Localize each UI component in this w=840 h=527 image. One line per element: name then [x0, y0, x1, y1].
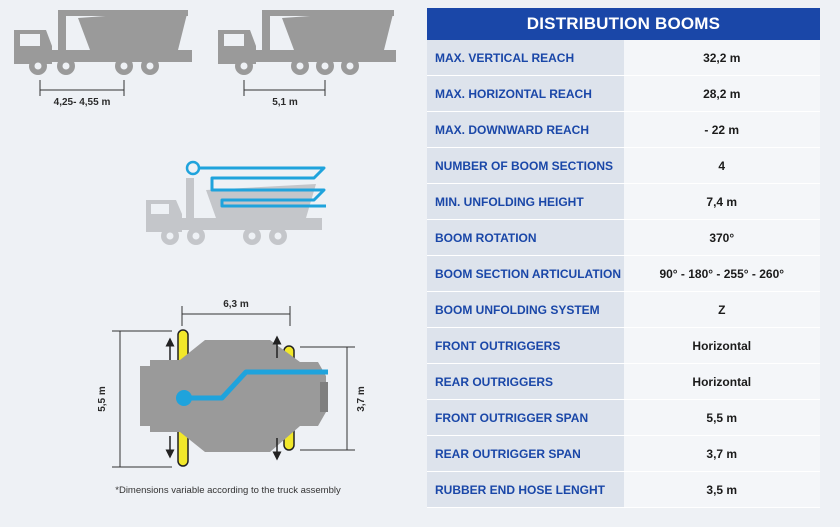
truck1-dimension-line	[39, 80, 125, 96]
spec-value: Horizontal	[623, 327, 820, 364]
spec-value: 32,2 m	[623, 40, 820, 76]
truck-4-axle-icon	[14, 10, 192, 75]
spec-value: Horizontal	[623, 363, 820, 400]
spec-value: 7,4 m	[623, 183, 820, 220]
spec-label: MAX. HORIZONTAL REACH	[427, 75, 624, 112]
truck-illustrations: 4,25- 4,55 m 5,1 m	[14, 10, 396, 496]
spec-value: 28,2 m	[623, 75, 820, 112]
table-row: MAX. DOWNWARD REACH- 22 m	[427, 111, 820, 148]
spec-label: FRONT OUTRIGGER SPAN	[427, 399, 624, 436]
spec-label: BOOM SECTION ARTICULATION	[427, 255, 624, 292]
spec-label: NUMBER OF BOOM SECTIONS	[427, 147, 624, 184]
truck-4-axle-long-icon	[218, 10, 396, 75]
footnote: *Dimensions variable according to the tr…	[115, 485, 341, 496]
truck1-wheelbase-label: 4,25- 4,55 m	[54, 97, 111, 108]
spec-label: MIN. UNFOLDING HEIGHT	[427, 183, 624, 220]
spec-label: REAR OUTRIGGER SPAN	[427, 435, 624, 472]
folded-boom-icon	[185, 160, 326, 208]
spec-value: - 22 m	[623, 111, 820, 148]
truck2-wheelbase-label: 5,1 m	[272, 97, 298, 108]
spec-label: MAX. DOWNWARD REACH	[427, 111, 624, 148]
spec-value: 3,5 m	[623, 471, 820, 508]
spec-label: MAX. VERTICAL REACH	[427, 40, 624, 76]
front-span-label: 5,5 m	[97, 386, 108, 412]
spec-label: RUBBER END HOSE LENGHT	[427, 471, 624, 508]
spec-label: BOOM UNFOLDING SYSTEM	[427, 291, 624, 328]
spec-value: 4	[623, 147, 820, 184]
spec-label: FRONT OUTRIGGERS	[427, 327, 624, 364]
outrigger-spacing-label: 6,3 m	[223, 299, 249, 310]
outrigger-top-view: 6,3 m 5,5 m 3,7 m	[97, 299, 367, 468]
spec-value: 5,5 m	[623, 399, 820, 436]
spec-value: 90° - 180° - 255° - 260°	[623, 255, 820, 292]
spec-label: BOOM ROTATION	[427, 219, 624, 256]
truck2-dimension-line	[243, 80, 326, 96]
table-title: DISTRIBUTION BOOMS	[427, 8, 820, 40]
spec-label: REAR OUTRIGGERS	[427, 363, 624, 400]
folded-boom-truck-icon	[146, 160, 326, 245]
spec-value: 370°	[623, 219, 820, 256]
spec-value: 3,7 m	[623, 435, 820, 472]
rear-span-label: 3,7 m	[356, 386, 367, 412]
spec-value: Z	[623, 291, 820, 328]
